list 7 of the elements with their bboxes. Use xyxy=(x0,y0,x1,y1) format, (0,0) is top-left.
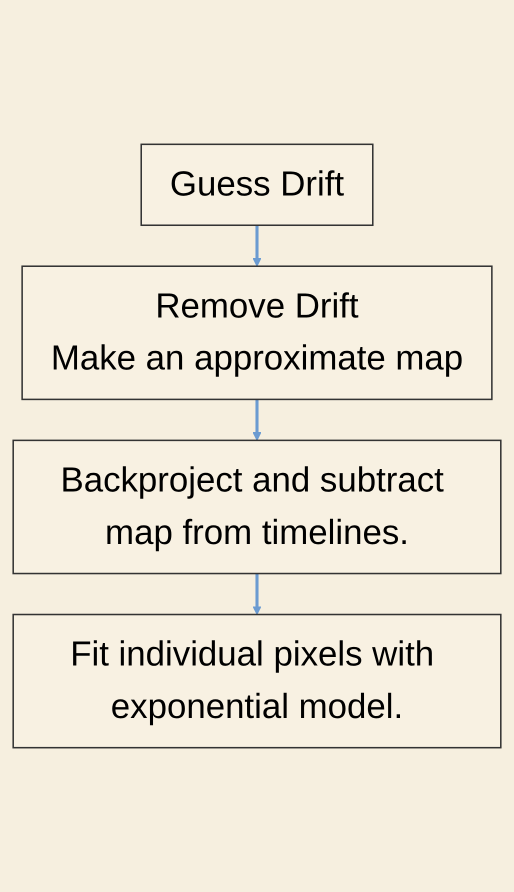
node-box: Guess Drift xyxy=(140,144,374,226)
arrow xyxy=(252,574,262,615)
node-box: Fit individual pixels with exponential model. xyxy=(12,614,502,748)
arrow xyxy=(252,225,262,267)
arrow xyxy=(252,399,262,441)
node-box: Remove Drift Make an approximate map xyxy=(21,265,493,400)
node-box: Backproject and subtract map from timelines. xyxy=(12,440,502,574)
